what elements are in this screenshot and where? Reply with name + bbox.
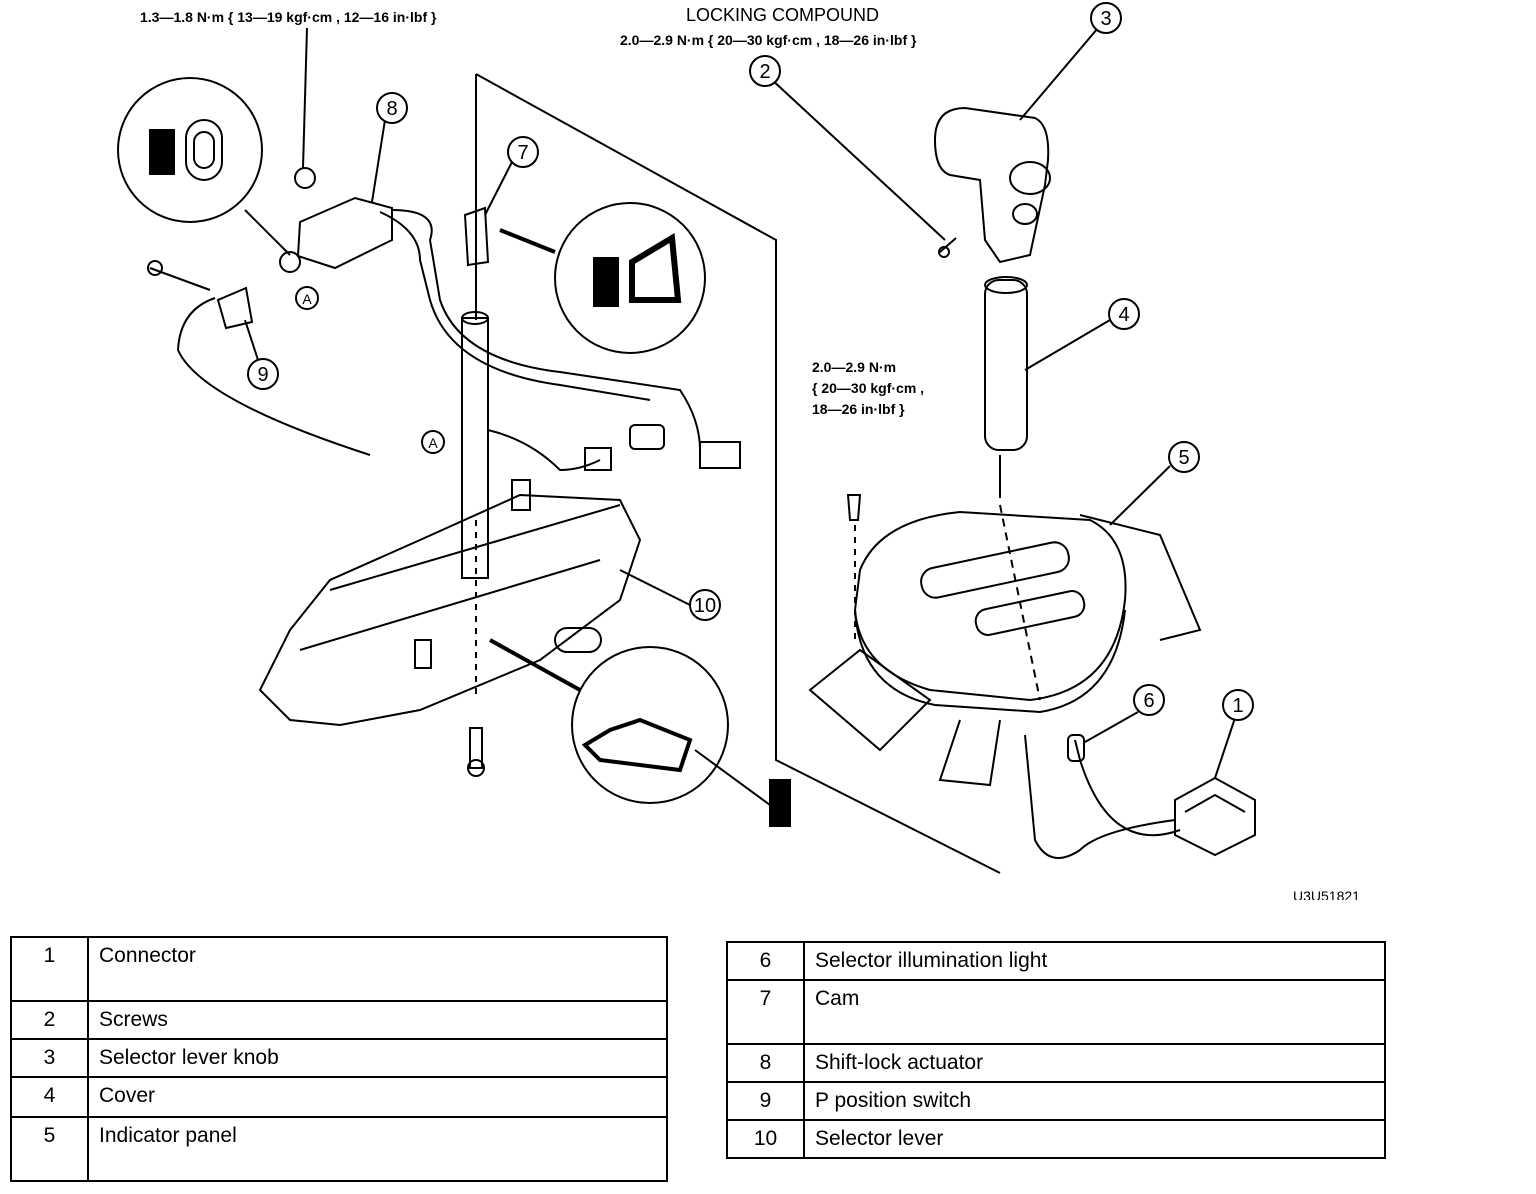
legend-label: Selector illumination light [803,941,1386,981]
detail-circle-lever [571,646,729,804]
panel-outline [475,73,1001,874]
torque-top-left: 1.3—1.8 N·m { 13—19 kgf·cm , 12—16 in·lb… [140,9,437,25]
legend-row: 2 Screws [10,1000,668,1040]
legend-row: 6 Selector illumination light [726,941,1386,981]
legend-label: Selector lever knob [87,1038,668,1078]
legend-label: Screws [87,1000,668,1040]
selector-lever-base-shape [258,493,642,727]
legend-number: 4 [10,1076,89,1118]
callout-10: 10 [694,595,716,617]
legend-row: 9 P position switch [726,1081,1386,1121]
callout-3: 3 [1100,8,1111,30]
legend-number: 3 [10,1038,89,1078]
legend-label: Shift-lock actuator [803,1043,1386,1083]
connector-shape [1174,776,1256,857]
legend-row: 10 Selector lever [726,1119,1386,1159]
legend-number: 6 [726,941,805,981]
figure-code: U3U51821 [1293,888,1360,900]
torque-top-center: 2.0—2.9 N·m { 20—30 kgf·cm , 18—26 in·lb… [620,32,917,48]
legend-row: 5 Indicator panel [10,1116,668,1182]
callout-9: 9 [257,364,268,386]
legend-label: Cover [87,1076,668,1118]
callout-5: 5 [1178,447,1189,469]
legend-label: Selector lever [803,1119,1386,1159]
legend-number: 9 [726,1081,805,1121]
legend-label: P position switch [803,1081,1386,1121]
legend-row: 8 Shift-lock actuator [726,1043,1386,1083]
legend-row: 3 Selector lever knob [10,1038,668,1078]
locking-compound-label: LOCKING COMPOUND [686,5,879,25]
torque-mid-line2: { 20—30 kgf·cm , [812,380,924,396]
callout-4: 4 [1118,304,1129,326]
legend-row: 1 Connector [10,936,668,1002]
detail-circle-cam [554,202,706,354]
callout-6: 6 [1143,690,1154,712]
selector-knob-shape [933,106,1050,264]
legend-row: 4 Cover [10,1076,668,1118]
torque-mid-line1: 2.0—2.9 N·m [812,359,896,375]
callout-2: 2 [759,61,770,83]
exploded-diagram: 1 2 3 4 5 6 7 8 9 10 A A 1.3—1.8 N·m { 1… [117,2,1360,900]
detail-circle-top-left [117,77,263,223]
legend-row: 7 Cam [726,979,1386,1045]
cover-tube-shape [984,279,1028,451]
legend-label: Cam [803,979,1386,1045]
callout-7: 7 [517,142,528,164]
ref-mark-a-center: A [428,435,438,451]
legend-number: 7 [726,979,805,1045]
legend-number: 5 [10,1116,89,1182]
legend-number: 1 [10,936,89,1002]
legend-label: Connector [87,936,668,1002]
legend-number: 2 [10,1000,89,1040]
legend-table-left: 1 Connector 2 Screws 3 Selector lever kn… [10,936,668,1182]
callout-8: 8 [386,98,397,120]
shift-lock-actuator-shape [296,196,393,270]
legend-number: 10 [726,1119,805,1159]
legend-table-right: 6 Selector illumination light 7 Cam 8 Sh… [726,941,1386,1159]
legend-label: Indicator panel [87,1116,668,1182]
legend-number: 8 [726,1043,805,1083]
ref-mark-a-left: A [302,291,312,307]
callout-1: 1 [1232,695,1243,717]
torque-mid-line3: 18—26 in·lbf } [812,401,905,417]
